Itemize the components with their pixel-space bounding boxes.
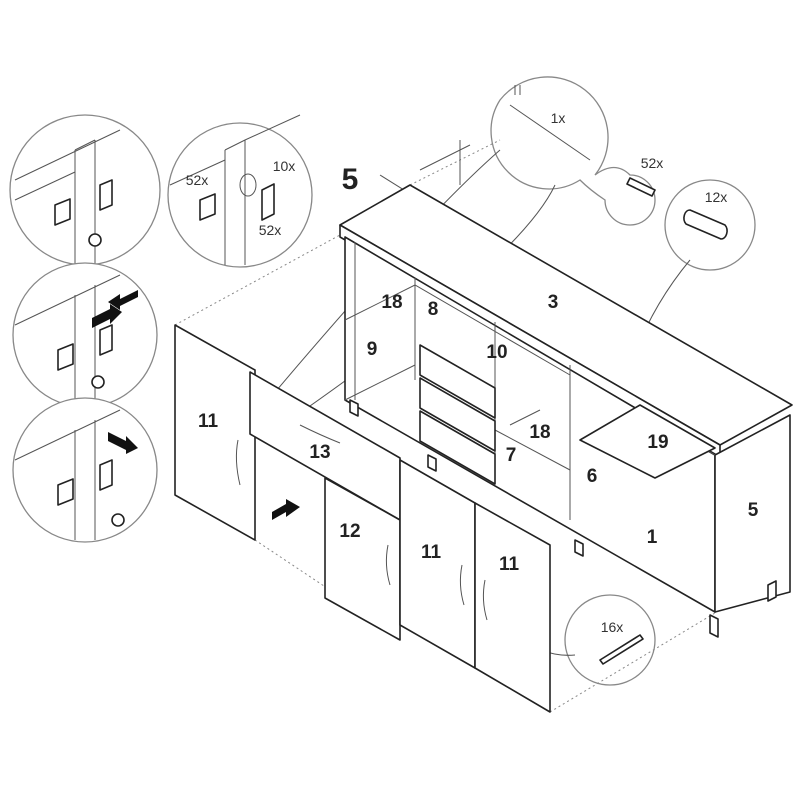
doors <box>174 324 551 713</box>
qty-screws: 52x <box>640 155 664 171</box>
qty-hinge-screws-a: 52x <box>185 172 209 188</box>
part-11-mid-door: 11 <box>420 542 442 563</box>
part-13-drawer: 13 <box>309 442 331 463</box>
door-11-mid <box>399 459 476 669</box>
qty-hinge-cup-screws: 10x <box>272 158 296 174</box>
arrow-icon <box>108 432 138 454</box>
qty-long-screws: 16x <box>600 619 624 635</box>
part-7: 7 <box>505 445 517 466</box>
part-18-shelf: 18 <box>381 292 403 313</box>
step-number: 5 <box>341 163 359 196</box>
part-11-right-door: 11 <box>498 554 520 575</box>
arrow-icon <box>272 499 300 520</box>
part-8: 8 <box>427 299 439 320</box>
tool-detail <box>490 76 756 686</box>
cabinet <box>339 184 793 638</box>
part-18-shelf-2: 18 <box>529 422 551 443</box>
qty-tool: 1x <box>550 110 566 126</box>
part-6: 6 <box>586 466 598 487</box>
part-11-left-door: 11 <box>197 411 219 432</box>
qty-hinge-screws-b: 52x <box>258 222 282 238</box>
part-12-door: 12 <box>339 521 361 542</box>
double-arrow-icon <box>92 290 138 328</box>
part-1: 1 <box>646 527 658 548</box>
part-9: 9 <box>366 339 378 360</box>
part-10: 10 <box>486 342 508 363</box>
part-19: 19 <box>647 432 669 453</box>
door-left <box>174 324 256 541</box>
part-5: 5 <box>747 500 759 521</box>
hinge-screw-detail <box>167 114 313 268</box>
hinge-detail-2 <box>12 262 158 408</box>
hinge-detail-1 <box>9 114 161 266</box>
qty-dowels: 12x <box>704 189 728 205</box>
door-12 <box>324 477 401 641</box>
part-3: 3 <box>547 292 559 313</box>
door-11-right <box>474 502 551 713</box>
hinge-detail-3 <box>12 397 158 543</box>
